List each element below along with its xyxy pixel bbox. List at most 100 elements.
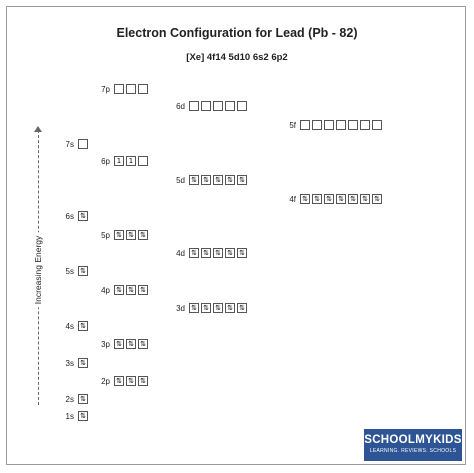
orbital-box: ⇅ <box>336 194 346 204</box>
orbital-boxes: ⇅ <box>78 411 90 421</box>
orbital-box: 1 <box>114 156 124 166</box>
orbital-box <box>360 120 370 130</box>
subshell-label: 6s <box>65 211 74 221</box>
orbital-boxes: ⇅⇅⇅ <box>114 339 150 349</box>
orbital-box: ⇅ <box>201 303 211 313</box>
subshell-5d: 5d⇅⇅⇅⇅⇅ <box>165 174 249 186</box>
orbital-box: ⇅ <box>114 285 124 295</box>
logo-tagline: LEARNING. REVIEWS. SCHOOLS <box>369 448 457 454</box>
orbital-boxes: ⇅ <box>78 394 90 404</box>
subshell-1s: 1s ⇅ <box>54 410 90 422</box>
orbital-box <box>312 120 322 130</box>
subshell-label: 7p <box>101 84 110 94</box>
orbital-box: ⇅ <box>225 248 235 258</box>
subshell-label: 1s <box>65 411 74 421</box>
orbital-box <box>189 101 199 111</box>
orbital-box: ⇅ <box>300 194 310 204</box>
subshell-label: 4d <box>176 248 185 258</box>
orbital-box: ⇅ <box>126 339 136 349</box>
orbital-box: ⇅ <box>348 194 358 204</box>
subshell-label: 3p <box>101 339 110 349</box>
orbital-boxes <box>78 139 90 149</box>
subshell-4s: 4s⇅ <box>54 320 90 332</box>
orbital-box: ⇅ <box>201 248 211 258</box>
orbital-box <box>213 101 223 111</box>
orbital-box <box>201 101 211 111</box>
subshell-4f: 4f ⇅⇅⇅⇅⇅⇅⇅ <box>276 193 384 205</box>
electron-configuration: [Xe] 4f14 5d10 6s2 6p2 <box>186 52 288 63</box>
orbital-box <box>237 101 247 111</box>
orbital-box <box>78 139 88 149</box>
orbital-box: ⇅ <box>213 303 223 313</box>
orbital-box: ⇅ <box>189 248 199 258</box>
orbital-boxes: ⇅ <box>78 211 90 221</box>
orbital-boxes <box>114 84 150 94</box>
orbital-box: ⇅ <box>213 175 223 185</box>
orbital-box: ⇅ <box>78 266 88 276</box>
orbital-box: ⇅ <box>237 303 247 313</box>
orbital-box: ⇅ <box>237 248 247 258</box>
orbital-box: ⇅ <box>138 376 148 386</box>
subshell-label: 5p <box>101 230 110 240</box>
subshell-label: 6p <box>101 156 110 166</box>
orbital-boxes: ⇅⇅⇅⇅⇅ <box>189 175 249 185</box>
orbital-box: ⇅ <box>126 285 136 295</box>
subshell-7s: 7s <box>54 138 90 150</box>
diagram-title: Electron Configuration for Lead (Pb - 82… <box>116 26 358 40</box>
orbital-box: ⇅ <box>78 411 88 421</box>
orbital-box: ⇅ <box>201 175 211 185</box>
orbital-boxes: ⇅⇅⇅ <box>114 285 150 295</box>
orbital-box <box>348 120 358 130</box>
orbital-boxes: ⇅⇅⇅ <box>114 230 150 240</box>
orbital-box: ⇅ <box>213 248 223 258</box>
subshell-5p: 5p ⇅⇅⇅ <box>90 229 150 241</box>
subshell-label: 7s <box>65 139 74 149</box>
orbital-box: ⇅ <box>324 194 334 204</box>
orbital-box: ⇅ <box>114 230 124 240</box>
subshell-label: 5d <box>176 175 185 185</box>
orbital-box: ⇅ <box>114 339 124 349</box>
orbital-box <box>324 120 334 130</box>
orbital-boxes: ⇅ <box>78 321 90 331</box>
orbital-box: ⇅ <box>189 175 199 185</box>
orbital-box <box>336 120 346 130</box>
orbital-box: ⇅ <box>189 303 199 313</box>
orbital-box: ⇅ <box>237 175 247 185</box>
orbital-box: ⇅ <box>126 230 136 240</box>
orbital-box: ⇅ <box>225 175 235 185</box>
orbital-boxes: ⇅⇅⇅ <box>114 376 150 386</box>
orbital-box: ⇅ <box>78 211 88 221</box>
orbital-boxes: ⇅⇅⇅⇅⇅ <box>189 248 249 258</box>
orbital-box: ⇅ <box>138 285 148 295</box>
subshell-7p: 7p <box>90 83 150 95</box>
orbital-boxes: ⇅⇅⇅⇅⇅ <box>189 303 249 313</box>
subshell-label: 2s <box>65 394 74 404</box>
orbital-boxes: ⇅ <box>78 358 90 368</box>
orbital-box: ⇅ <box>126 376 136 386</box>
orbital-box: ⇅ <box>225 303 235 313</box>
subshell-label: 2p <box>101 376 110 386</box>
subshell-label: 5f <box>289 120 296 130</box>
subshell-label: 3d <box>176 303 185 313</box>
logo-brand: SCHOOLMYKIDS <box>364 434 462 446</box>
subshell-label: 6d <box>176 101 185 111</box>
subshell-2s: 2s ⇅ <box>54 393 90 405</box>
subshell-label: 5s <box>65 266 74 276</box>
subshell-3s: 3s⇅ <box>54 357 90 369</box>
orbital-box <box>300 120 310 130</box>
orbital-boxes: ⇅ <box>78 266 90 276</box>
orbital-box <box>114 84 124 94</box>
subshell-5s: 5s ⇅ <box>54 265 90 277</box>
subshell-5f: 5f <box>276 119 384 131</box>
orbital-boxes <box>300 120 384 130</box>
subshell-6d: 6d <box>165 100 249 112</box>
orbital-boxes <box>189 101 249 111</box>
orbital-boxes: ⇅⇅⇅⇅⇅⇅⇅ <box>300 194 384 204</box>
energy-axis-label: Increasing Energy <box>33 232 43 308</box>
subshell-3d: 3d⇅⇅⇅⇅⇅ <box>165 302 249 314</box>
subshell-2p: 2p⇅⇅⇅ <box>90 375 150 387</box>
orbital-box: ⇅ <box>114 376 124 386</box>
subshell-label: 4f <box>289 194 296 204</box>
